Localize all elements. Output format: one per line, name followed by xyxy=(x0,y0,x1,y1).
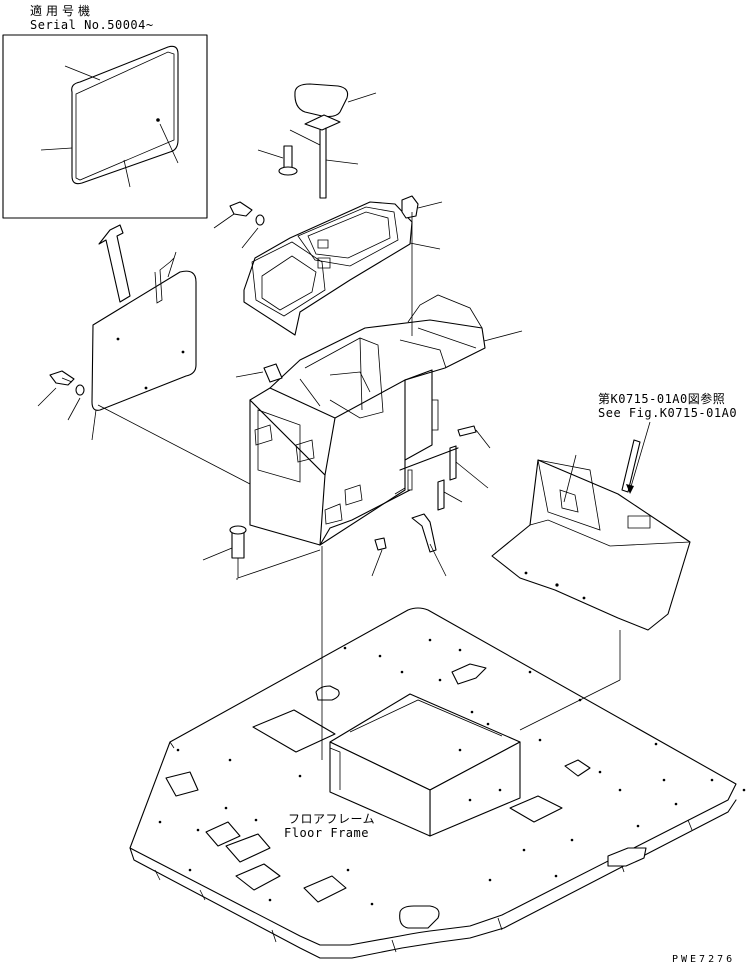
console-box-frame xyxy=(236,295,522,545)
latch-lever xyxy=(412,514,446,576)
drawing-code: PWE7276 xyxy=(672,954,736,965)
console-top-cover xyxy=(244,202,440,335)
arrow-up-icon xyxy=(99,225,130,302)
nut xyxy=(372,538,386,576)
floor-frame-label-jp: フロアフレーム xyxy=(288,812,376,826)
bolt-left xyxy=(38,371,84,420)
reference-note-line1: 第K0715-01A0図参照 xyxy=(598,392,726,406)
inset-box xyxy=(3,35,207,218)
bolt-lower-left xyxy=(203,526,320,578)
reference-note-line2: See Fig.K0715-01A0 xyxy=(598,406,738,420)
armrest-stay xyxy=(290,115,358,198)
applicable-header-line1: 適用号機 xyxy=(30,4,95,18)
armrest-pad xyxy=(295,84,376,117)
bolt-washer-mid-left xyxy=(214,202,264,248)
floor-box xyxy=(330,694,520,836)
bolt-top-right xyxy=(402,196,442,218)
floor-frame-label-en: Floor Frame xyxy=(284,826,369,840)
reference-leader xyxy=(626,422,650,494)
applicable-header-line2: Serial No.50004~ xyxy=(30,18,154,32)
side-duct-cover xyxy=(492,440,690,630)
bolt-top xyxy=(258,146,297,175)
side-cover-plate xyxy=(92,252,250,484)
clip-set xyxy=(400,426,490,510)
